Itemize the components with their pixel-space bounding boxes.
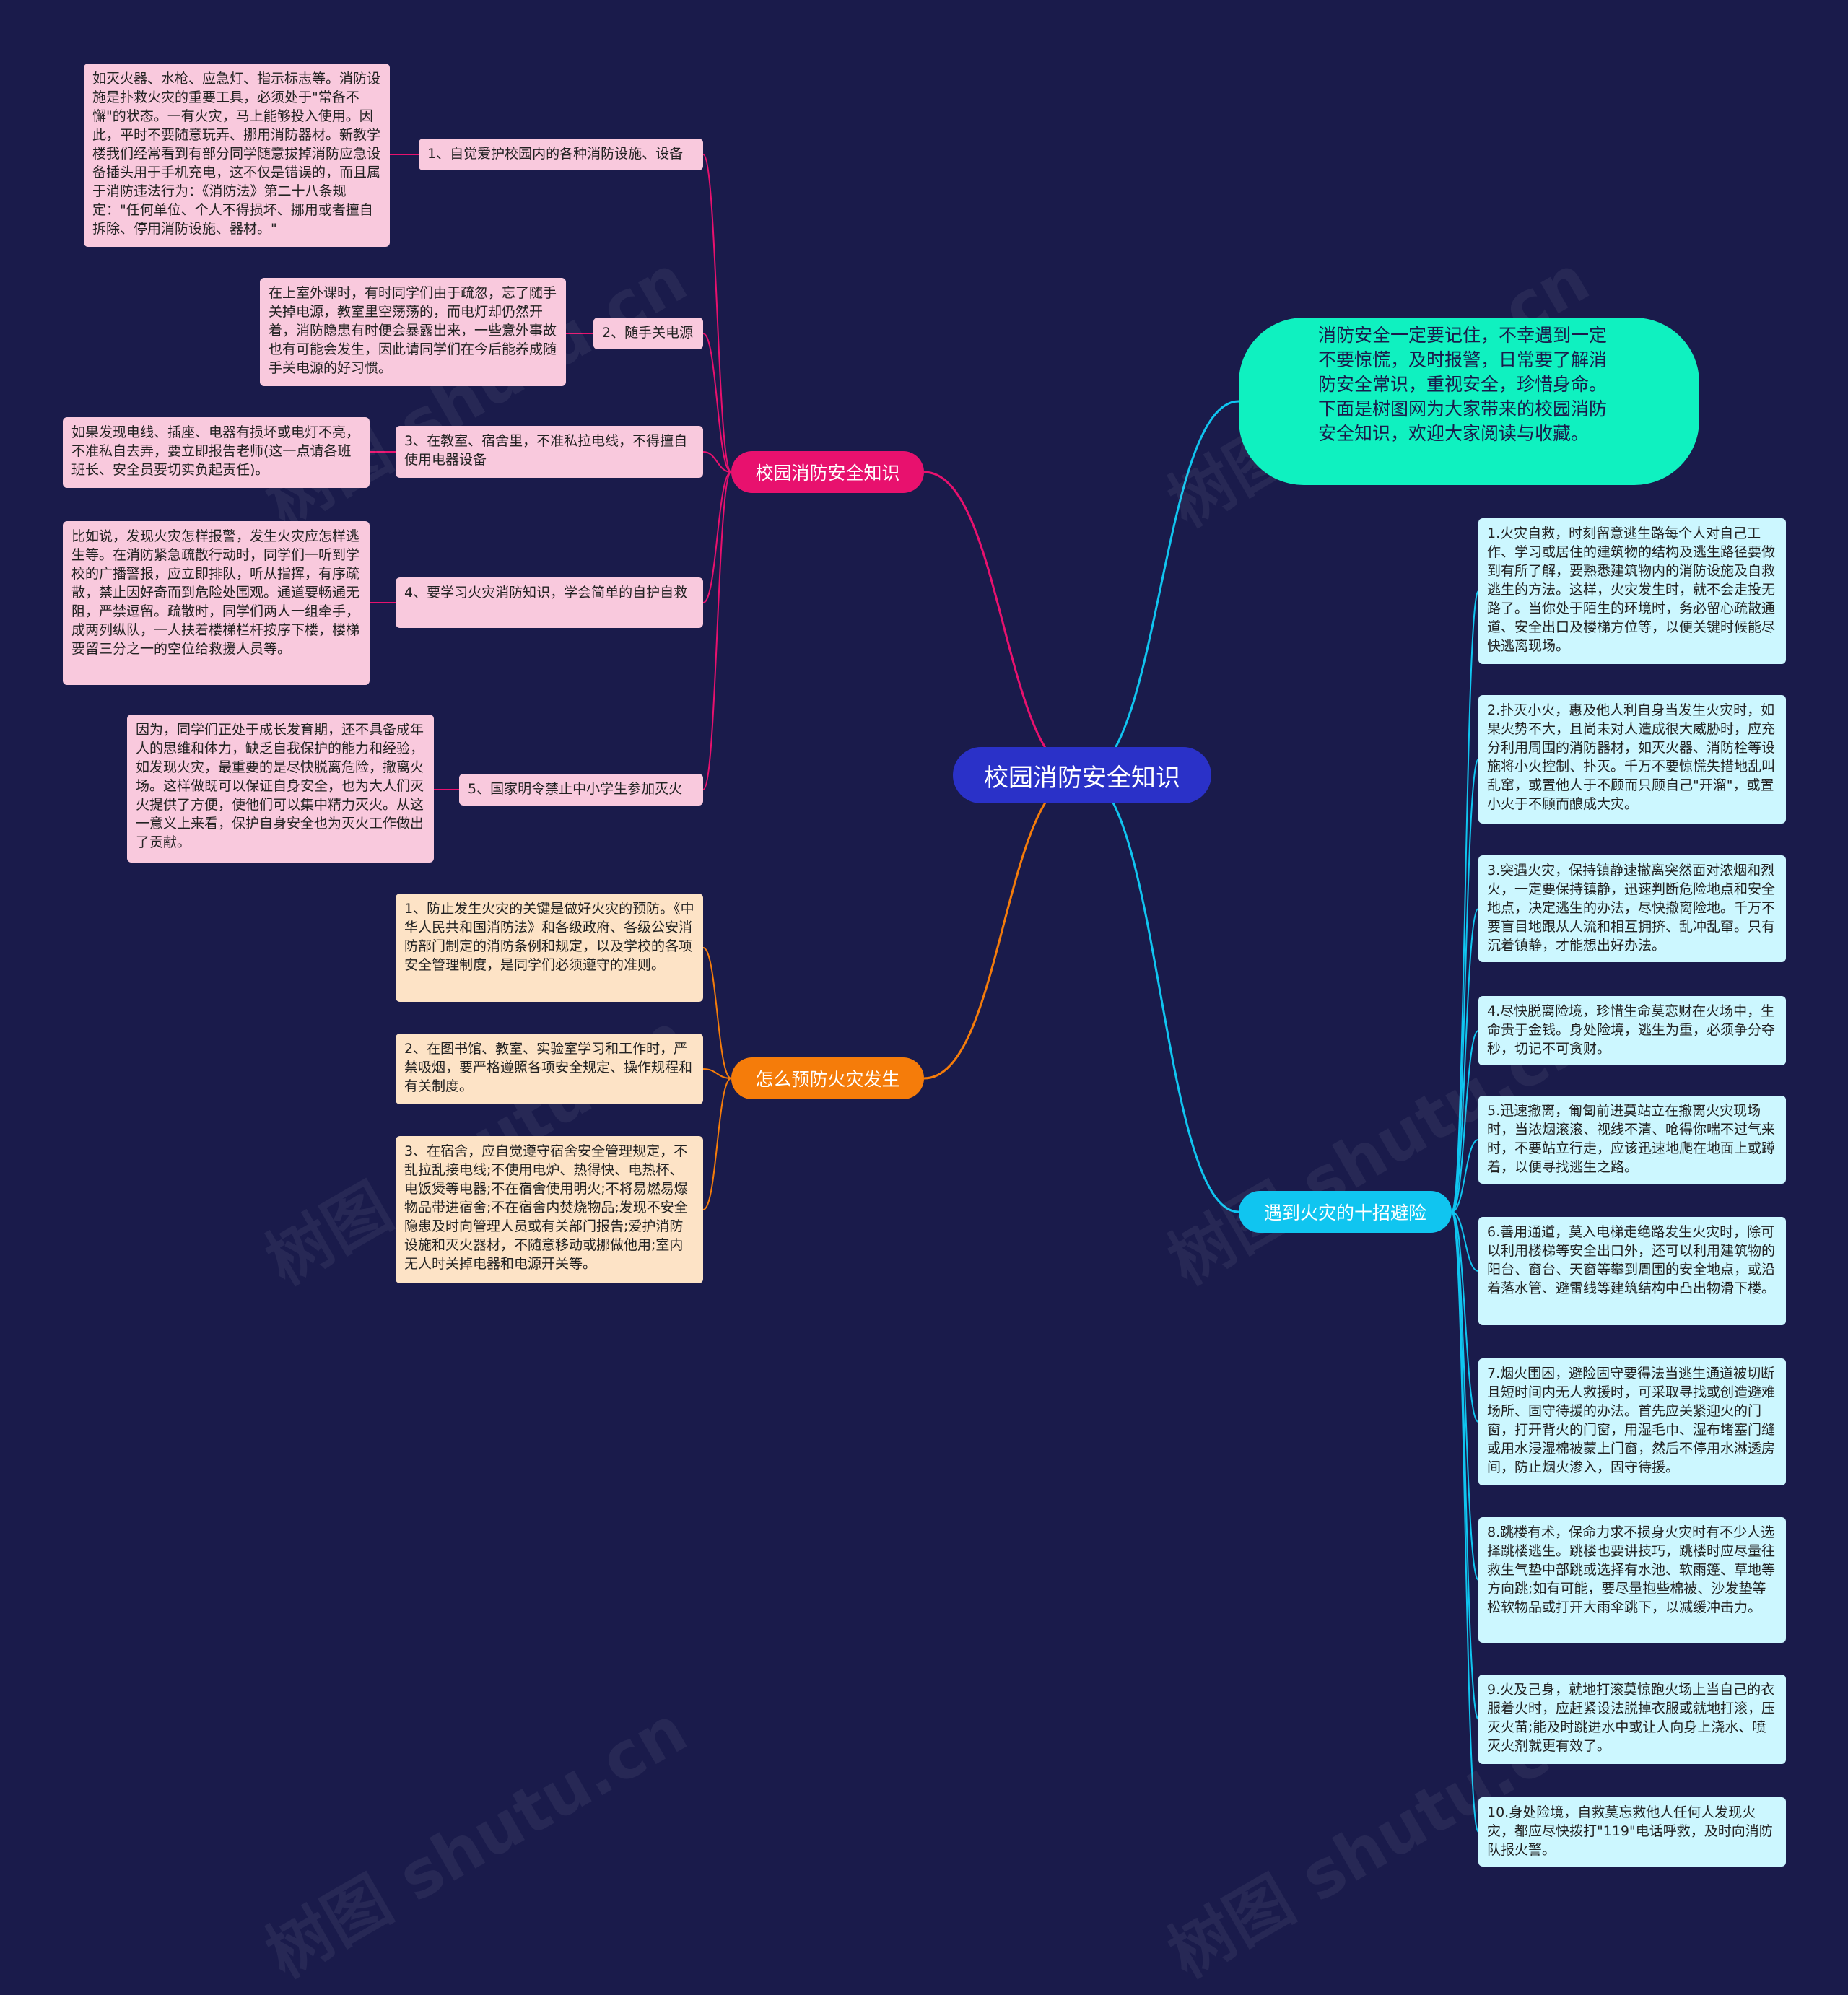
prevention-item-2[interactable]: 2、在图书馆、教室、实验室学习和工作时，严禁吸烟，要严格遵照各项安全规定、操作规…: [396, 1034, 703, 1104]
knowledge-detail-3[interactable]: 如果发现电线、插座、电器有损坏或电灯不亮，不准私自去弄，要立即报告老师(这一点请…: [63, 417, 370, 488]
knowledge-detail-5[interactable]: 因为，同学们正处于成长发育期，还不具备成年人的思维和体力，缺乏自我保护的能力和经…: [127, 715, 434, 863]
link-escape-item: [1451, 1211, 1479, 1423]
prevention-item-1[interactable]: 1、防止发生火灾的关键是做好火灾的预防。《中华人民共和国消防法》和各级政府、各级…: [396, 894, 703, 1002]
escape-tip-1[interactable]: 1.火灾自救，时刻留意逃生路每个人对自己工作、学习或居住的建筑物的结构及逃生路径…: [1478, 518, 1786, 664]
escape-tip-4[interactable]: 4.尽快脱离险境，珍惜生命莫恋财在火场中，生命贵于金钱。身处险境，逃生为重，必须…: [1478, 996, 1786, 1065]
link-prevent-item: [702, 1078, 732, 1210]
branch-fire-prevention[interactable]: 怎么预防火灾发生: [731, 1057, 924, 1099]
knowledge-item-2[interactable]: 2、随手关电源: [593, 318, 703, 349]
link-escape-item: [1451, 1211, 1479, 1272]
link-escape-item: [1451, 908, 1479, 1213]
link-center-prevent: [923, 774, 1083, 1080]
link-center-knowledge: [923, 471, 1083, 777]
link-escape-item: [1451, 1211, 1479, 1581]
escape-tip-5[interactable]: 5.迅速撤离，匍匐前进莫站立在撤离火灾现场时，当浓烟滚滚、视线不清、呛得你喘不过…: [1478, 1096, 1786, 1184]
link-escape-item: [1451, 590, 1479, 1213]
knowledge-item-1[interactable]: 1、自觉爱护校园内的各种消防设施、设备: [419, 139, 703, 170]
link-escape-item: [1451, 1211, 1479, 1720]
escape-tip-10[interactable]: 10.身处险境，自救莫忘救他人任何人发现火灾，都应尽快拨打"119"电话呼救，及…: [1478, 1797, 1786, 1867]
link-knowledge-item: [702, 154, 732, 473]
link-center-escape: [1081, 774, 1239, 1213]
intro-text[interactable]: 消防安全一定要记住，不幸遇到一定不要惊慌，及时报警，日常要了解消防安全常识，重视…: [1239, 318, 1699, 485]
knowledge-item-5[interactable]: 5、国家明令禁止中小学生参加灭火: [459, 774, 703, 806]
link-knowledge-item: [702, 333, 732, 473]
link-escape-item: [1451, 1139, 1479, 1213]
link-prevent-item: [702, 947, 732, 1079]
link-escape-item: [1451, 759, 1479, 1213]
knowledge-item-3[interactable]: 3、在教室、宿舍里，不准私拉电线，不得擅自使用电器设备: [396, 426, 703, 478]
link-knowledge-item: [702, 471, 732, 603]
knowledge-item-4[interactable]: 4、要学习火灾消防知识，学会简单的自护自救: [396, 577, 703, 628]
escape-tip-8[interactable]: 8.跳楼有术，保命力求不损身火灾时有不少人选择跳楼逃生。跳楼也要讲技巧，跳楼时应…: [1478, 1517, 1786, 1643]
branch-ten-escape-tips[interactable]: 遇到火灾的十招避险: [1239, 1191, 1452, 1233]
escape-tip-2[interactable]: 2.扑灭小火，惠及他人利自身当发生火灾时，如果火势不大，且尚未对人造成很大威胁时…: [1478, 695, 1786, 824]
link-knowledge-item: [702, 451, 732, 473]
link-escape-item: [1451, 1211, 1479, 1833]
central-topic[interactable]: 校园消防安全知识: [953, 747, 1211, 803]
escape-tip-7[interactable]: 7.烟火围困，避险固守要得法当逃生通道被切断且短时间内无人救援时，可采取寻找或创…: [1478, 1358, 1786, 1485]
prevention-item-3[interactable]: 3、在宿舍，应自觉遵守宿舍安全管理规定，不乱拉乱接电线;不使用电炉、热得快、电热…: [396, 1136, 703, 1283]
link-knowledge-item: [702, 471, 732, 790]
escape-tip-3[interactable]: 3.突遇火灾，保持镇静速撤离突然面对浓烟和烈火，一定要保持镇静，迅速判断危险地点…: [1478, 855, 1786, 962]
link-prevent-item: [702, 1068, 732, 1079]
branch-campus-fire-knowledge[interactable]: 校园消防安全知识: [731, 451, 924, 493]
knowledge-detail-4[interactable]: 比如说，发现火灾怎样报警，发生火灾应怎样逃生等。在消防紧急疏散行动时，同学们一听…: [63, 521, 370, 685]
escape-tip-6[interactable]: 6.善用通道，莫入电梯走绝路发生火灾时，除可以利用楼梯等安全出口外，还可以利用建…: [1478, 1217, 1786, 1325]
escape-tip-9[interactable]: 9.火及己身，就地打滚莫惊跑火场上当自己的衣服着火时，应赶紧设法脱掉衣服或就地打…: [1478, 1675, 1786, 1764]
knowledge-detail-1[interactable]: 如灭火器、水枪、应急灯、指示标志等。消防设施是扑救火灾的重要工具，必须处于"常备…: [84, 64, 390, 247]
knowledge-detail-2[interactable]: 在上室外课时，有时同学们由于疏忽，忘了随手关掉电源，教室里空荡荡的，而电灯却仍然…: [260, 278, 566, 386]
link-escape-item: [1451, 1030, 1479, 1213]
